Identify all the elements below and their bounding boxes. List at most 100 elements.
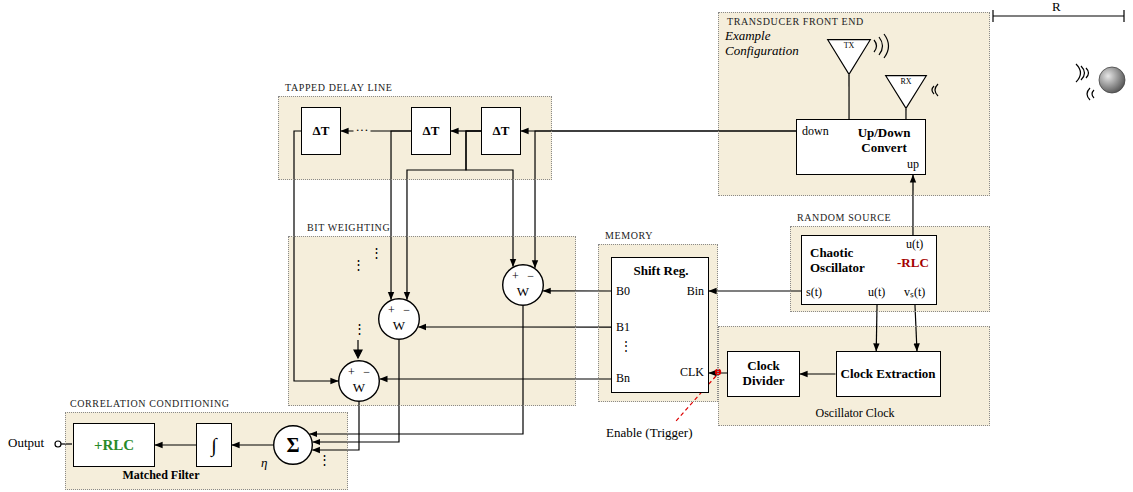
panel-fill	[790, 226, 990, 312]
panel-heading: TRANSDUCER FRONT END	[727, 16, 864, 27]
triangle-shape	[886, 76, 927, 109]
signal-connector	[312, 402, 359, 450]
rlc-filter: +RLC	[73, 423, 155, 467]
node-text: TX	[827, 42, 871, 51]
signal-connector	[848, 75, 849, 119]
node-text: B0	[616, 285, 630, 298]
signal-connector	[709, 290, 801, 291]
correlation-panel: CORRELATION CONDITIONINGMatched FilterΣ∫…	[65, 412, 348, 490]
output-label: Output	[8, 436, 44, 450]
node-text: ∫	[211, 434, 216, 456]
signal-connector	[905, 109, 906, 119]
receive-wave	[932, 84, 938, 96]
shift-register: Shift Reg.B0BinB1⋮BnCLK	[611, 257, 709, 393]
front-end-panel: TRANSDUCER FRONT ENDExample Configuratio…	[718, 12, 990, 196]
delay-box: ΔT	[481, 107, 521, 155]
node-text: +RLC	[94, 437, 134, 454]
signal-connector	[407, 131, 481, 300]
range-label: R	[1052, 0, 1061, 14]
trigger-label: Enable (Trigger)	[606, 426, 693, 440]
node-text: vₛ(t)	[904, 286, 925, 299]
node-text: RX	[885, 78, 927, 87]
circle-shape	[339, 361, 380, 402]
signal-connector	[155, 444, 196, 445]
clock-divider: Clock Divider	[727, 351, 800, 397]
node-text: Bn	[616, 372, 630, 385]
summing-junction: Σ	[273, 425, 313, 465]
node-text: ΔT	[493, 124, 510, 139]
tap-arrowhead	[354, 350, 362, 358]
weighting-summer: +−W	[338, 360, 380, 402]
signal-connector	[391, 131, 411, 300]
node-text: Clock Extraction	[841, 367, 936, 382]
panel-fills	[65, 12, 990, 490]
signal-connector	[418, 326, 611, 327]
node-text: −	[403, 304, 410, 317]
circle-shape	[503, 265, 544, 306]
node-text: Chaotic Oscillator	[810, 246, 884, 275]
ellipsis-mark: ⋮	[352, 258, 365, 272]
node-text: ΔT	[423, 124, 440, 139]
node-text: W	[502, 285, 544, 300]
panel-fill	[718, 12, 990, 196]
node-text: Up/Down Convert	[845, 126, 923, 155]
panel-heading: TAPPED DELAY LINE	[285, 82, 393, 93]
dimension-tick	[1123, 10, 1124, 22]
signal-connector	[800, 373, 836, 374]
delay-line-panel: TAPPED DELAY LINEΔTΔTΔT	[278, 96, 552, 180]
signal-connector	[294, 131, 338, 381]
node-text: B1	[616, 321, 630, 334]
signal-connector	[313, 340, 399, 442]
edge-label: ···	[354, 123, 371, 137]
triangle-shape	[828, 40, 871, 75]
bit-weighting-panel: BIT WEIGHTING+−W+−W+−W	[288, 236, 576, 406]
range-dimension-line	[993, 15, 1124, 16]
node-text: Shift Reg.	[612, 264, 710, 279]
delay-box: ΔT	[411, 107, 451, 155]
incident-wave	[1076, 64, 1089, 82]
node-text: Σ	[286, 434, 299, 456]
node-text: +	[348, 366, 355, 379]
panel-heading: CORRELATION CONDITIONING	[70, 398, 230, 409]
tx-antenna: TX	[827, 39, 871, 75]
panel-heading: RANDOM SOURCE	[797, 212, 891, 223]
node-text: u(t)	[868, 286, 885, 299]
rx-antenna: RX	[885, 75, 927, 109]
random-source-panel: RANDOM SOURCEChaotic Oscillatoru(t)-RLCs…	[790, 226, 990, 312]
weighting-summer: +−W	[502, 264, 544, 306]
oscillator-clock-panel: Oscillator Clock Clock Divider Clock Extra…	[718, 326, 990, 426]
signal-connector	[232, 444, 273, 445]
node-text: ΔT	[313, 124, 330, 139]
panel-fill	[598, 244, 718, 402]
node-text: Bin	[687, 285, 704, 298]
node-text: -RLC	[897, 256, 929, 271]
node-text: Clock Divider	[728, 359, 799, 388]
node-text: CLK	[680, 366, 704, 379]
output-wire	[61, 443, 72, 444]
circle-shape	[379, 299, 420, 340]
memory-panel: MEMORYShift Reg.B0BinB1⋮BnCLK	[598, 244, 718, 402]
echo-wave	[1087, 88, 1094, 100]
ellipsis-mark: ⋮	[370, 246, 383, 260]
panel-heading: BIT WEIGHTING	[307, 222, 390, 233]
dimension-tick	[992, 10, 993, 22]
clock-extraction: Clock Extraction	[836, 351, 941, 397]
transmit-wave	[874, 34, 889, 58]
node-text: down	[802, 125, 829, 138]
node-text: −	[363, 366, 370, 379]
panel-fill	[718, 326, 990, 426]
node-text: up	[907, 158, 919, 171]
node-text: +	[388, 304, 395, 317]
output-terminal	[55, 441, 61, 447]
panel-fill	[65, 412, 348, 490]
target-sphere	[1099, 67, 1125, 93]
panel-fill	[278, 96, 552, 180]
signal-connector	[535, 131, 796, 268]
panel-heading: Oscillator Clock	[719, 407, 991, 420]
panel-heading: MEMORY	[605, 230, 653, 241]
converter-box: down Up/Down Convert up	[796, 119, 926, 175]
node-text: +	[512, 270, 519, 283]
signal-connector	[543, 290, 611, 291]
